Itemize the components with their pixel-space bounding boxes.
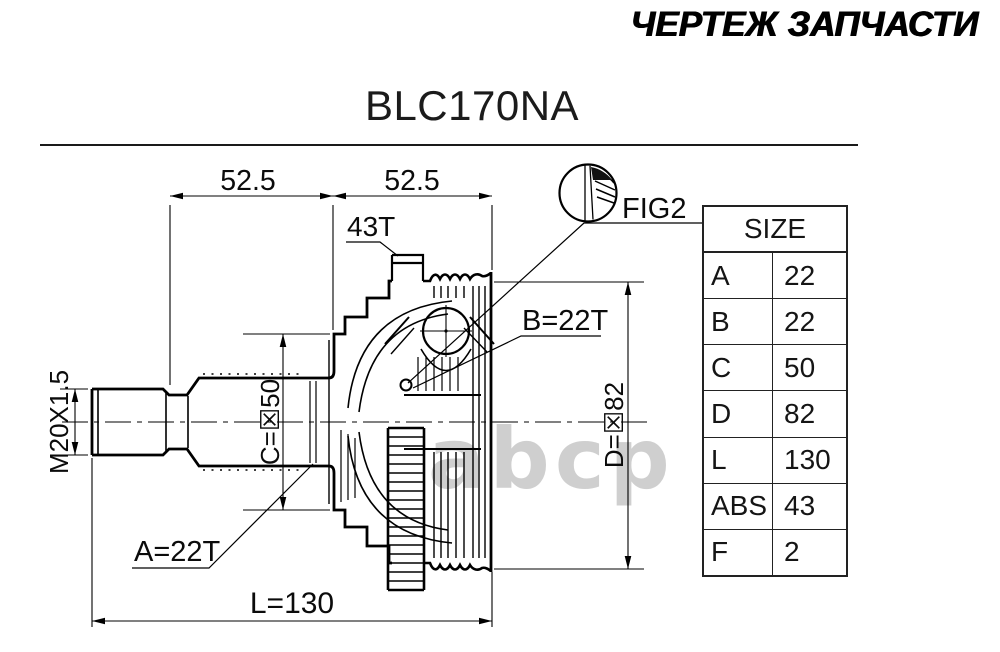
abs-43t-leader	[346, 241, 399, 257]
size-table-row: A 22	[704, 253, 846, 300]
outer-profile-top	[92, 279, 392, 397]
dim-52-5-right-label: 52.5	[384, 165, 439, 197]
thread-m20-label: M20X1.5	[44, 370, 74, 474]
size-param-value: 43	[772, 483, 846, 529]
part-number-title: BLC170NA	[364, 82, 580, 129]
spline-b-label: B=22T	[522, 305, 609, 337]
fig2-leader	[407, 222, 703, 384]
length-l130-label: L=130	[250, 587, 334, 620]
size-param-value: 22	[772, 253, 846, 299]
size-table-title: SIZE	[704, 207, 846, 253]
cup-mouth-rings	[433, 286, 486, 558]
dia-c50-label: C=☒50	[255, 379, 285, 465]
dia-d82-label: D=☒82	[599, 382, 629, 468]
fig2-label: FIG2	[622, 193, 686, 225]
size-param-name: A	[711, 259, 730, 291]
spline-a-leader	[132, 463, 314, 569]
outer-profile-bottom	[92, 447, 392, 565]
boot-groove-wavy-bottom	[423, 561, 492, 573]
size-param-name: B	[711, 305, 730, 337]
size-param-name: C	[711, 351, 732, 383]
title-divider	[40, 144, 858, 147]
size-param-value: 82	[772, 391, 846, 437]
thread-end-inner-line	[97, 390, 189, 454]
size-param-name: ABS	[711, 490, 768, 522]
label-leader-lines	[132, 222, 703, 569]
cup-inner-wall-lines	[340, 430, 356, 502]
snap-ring-groove-detail	[399, 378, 413, 392]
site-title: ЧЕРТЕЖ ЗАПЧАСТИ	[630, 5, 978, 44]
size-param-name: F	[711, 536, 729, 568]
size-param-name: L	[711, 444, 727, 476]
abs-tooth-ring-top	[390, 253, 425, 281]
size-param-value: 2	[772, 529, 846, 575]
size-table-row: B 22	[704, 299, 846, 346]
size-param-name: D	[711, 397, 732, 429]
size-table-row: C 50	[704, 345, 846, 392]
fig2-hatch	[591, 167, 612, 180]
cage-arcs	[347, 300, 472, 544]
boot-seat-rings	[309, 381, 317, 463]
spline-a-label: A=22T	[134, 536, 221, 568]
inner-race-spline-bore	[404, 357, 481, 450]
boot-groove-wavy-top	[423, 271, 492, 283]
dimension-arrows	[71, 192, 632, 625]
fig2-detail-bubble	[558, 163, 618, 223]
size-param-value: 22	[772, 299, 846, 345]
abs-43t-label: 43T	[347, 211, 395, 242]
cage-section-wedges	[384, 316, 495, 355]
size-param-value: 130	[772, 437, 846, 483]
size-param-value: 50	[772, 345, 846, 391]
dim-52-5-left-label: 52.5	[220, 165, 275, 197]
size-table-row: L 130	[704, 437, 846, 484]
size-table-row: D 82	[704, 391, 846, 438]
spline-b-leader	[412, 335, 601, 389]
abs-ring-teeth	[386, 426, 426, 592]
photo-watermark: abcp	[428, 410, 675, 508]
